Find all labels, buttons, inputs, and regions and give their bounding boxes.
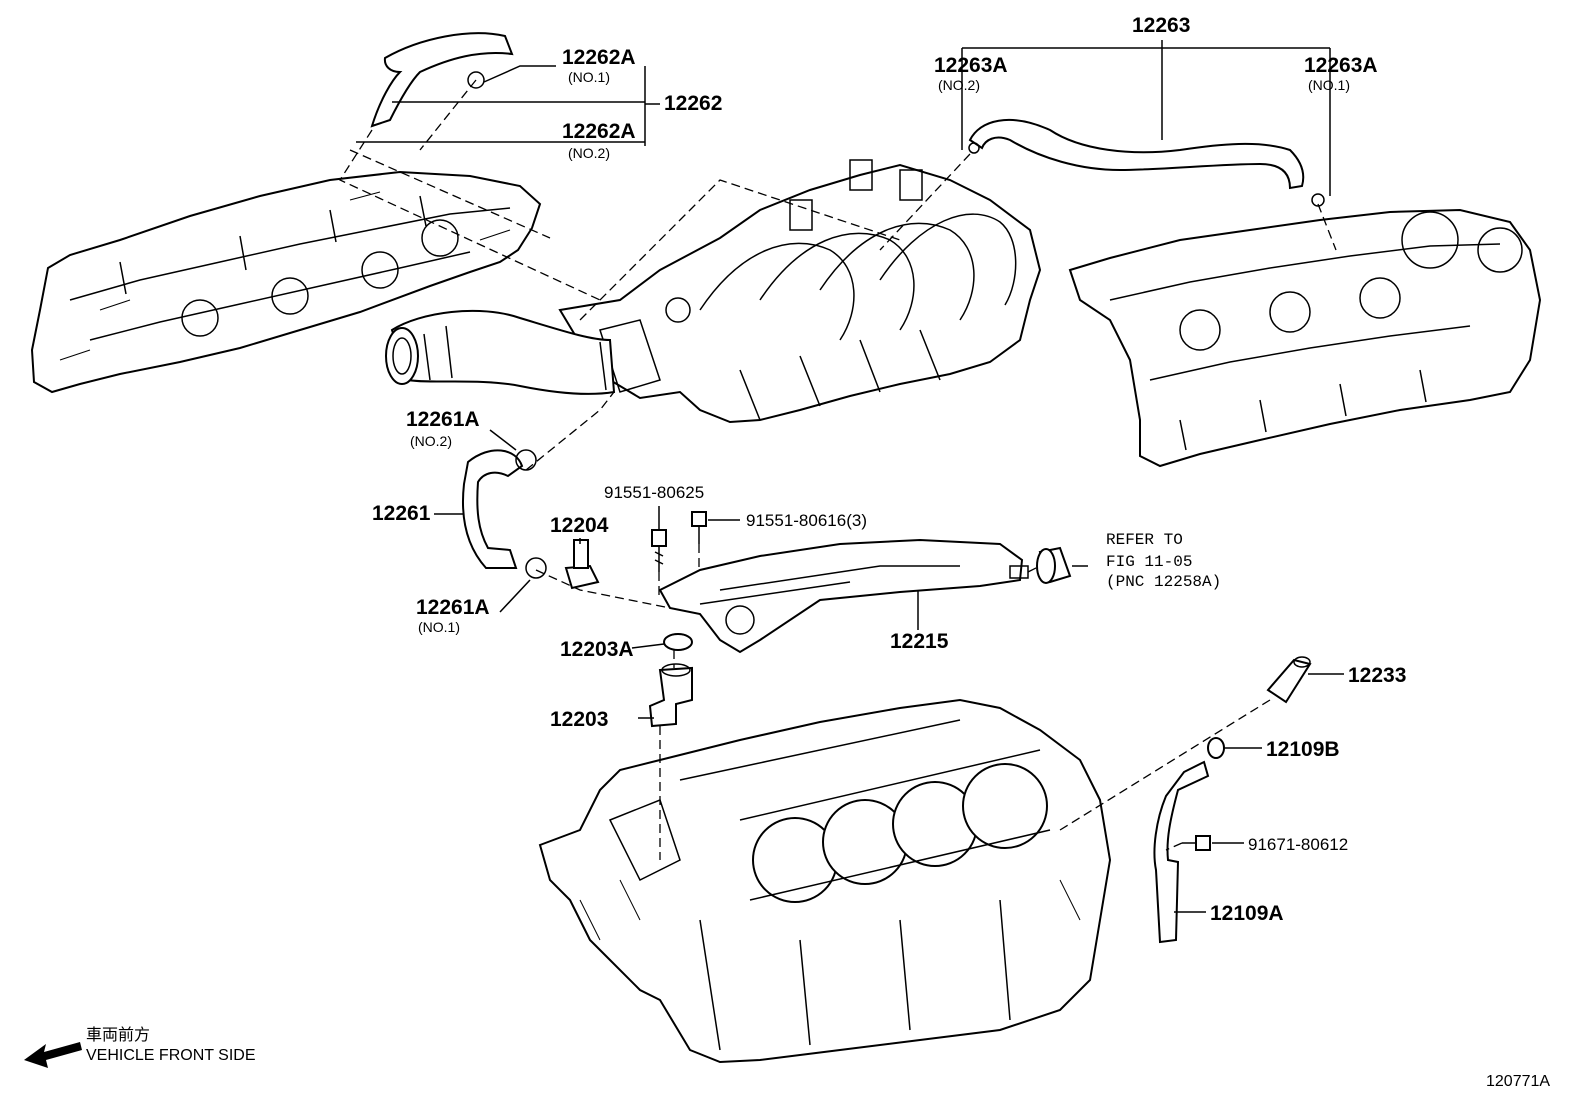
figure-code: 120771A xyxy=(1486,1073,1550,1090)
callout-number: 12262A xyxy=(562,46,636,69)
callout-12263a-no2: 12263A (NO.2) xyxy=(934,54,1008,93)
refer-line-3: (PNC 12258A) xyxy=(1106,573,1221,591)
cylinder-block xyxy=(538,698,1112,1064)
hose-12263 xyxy=(968,118,1325,207)
callout-12261a-no2: 12261A (NO.2) xyxy=(406,408,480,449)
pcv-valve-12204 xyxy=(564,539,600,590)
callout-12109a: 12109A xyxy=(1210,902,1284,925)
gauge-12233 xyxy=(1266,656,1312,704)
front-label-en: VEHICLE FRONT SIDE xyxy=(86,1047,256,1064)
callout-91671-80612: 91671-80612 xyxy=(1248,835,1348,854)
callout-12203: 12203 xyxy=(550,708,608,731)
callout-sub: (NO.2) xyxy=(568,145,610,161)
callout-12109b: 12109B xyxy=(1266,738,1340,761)
vehicle-front-indicator: 車両前方 VEHICLE FRONT SIDE xyxy=(24,1026,256,1068)
callout-number: 12263A xyxy=(1304,54,1378,77)
assembly-dashed-lines xyxy=(339,79,1337,860)
union-12203 xyxy=(648,663,693,728)
callout-sub: (NO.2) xyxy=(410,433,452,449)
air-intake-hose xyxy=(385,309,616,395)
bolt-91551-80616 xyxy=(691,511,707,544)
hose-12262 xyxy=(370,32,514,128)
callout-sub: (NO.1) xyxy=(568,69,610,85)
callout-12262: 12262 xyxy=(664,92,722,115)
callout-12204: 12204 xyxy=(550,514,609,537)
callout-12203a: 12203A xyxy=(560,638,634,661)
hose-12261 xyxy=(462,449,547,579)
refer-note: REFER TO FIG 11-05 (PNC 12258A) xyxy=(1106,531,1221,591)
callout-number: 12261A xyxy=(406,408,480,431)
front-label-jp: 車両前方 xyxy=(86,1026,150,1044)
callout-12263a-no1: 12263A (NO.1) xyxy=(1304,54,1378,93)
bolt-91671-80612 xyxy=(1182,835,1211,851)
left-cylinder-head-cover xyxy=(30,170,542,394)
callout-12215: 12215 xyxy=(890,630,949,653)
callout-12261a-no1: 12261A (NO.1) xyxy=(416,596,490,635)
callout-91551-80625: 91551-80625 xyxy=(604,483,704,502)
oil-separator-12215 xyxy=(658,538,1029,654)
refer-line-2: FIG 11-05 xyxy=(1106,553,1192,571)
grommet-refer xyxy=(1036,546,1072,584)
right-cylinder-head-cover xyxy=(1068,208,1542,468)
gasket-12203a xyxy=(663,633,693,651)
callout-91551-80616: 91551-80616(3) xyxy=(746,511,867,530)
callout-number: 12263A xyxy=(934,54,1008,77)
o-ring-12109b xyxy=(1207,737,1225,759)
callout-12263: 12263 xyxy=(1132,14,1190,37)
callout-12261: 12261 xyxy=(372,502,431,525)
callout-12262a-no1: 12262A (NO.1) xyxy=(562,46,636,85)
callout-sub: (NO.1) xyxy=(1308,77,1350,93)
refer-line-1: REFER TO xyxy=(1106,531,1183,549)
callout-sub: (NO.1) xyxy=(418,619,460,635)
leader-lines xyxy=(356,40,1344,913)
callout-12233: 12233 xyxy=(1348,664,1406,687)
callout-number: 12261A xyxy=(416,596,490,619)
callout-number: 12262A xyxy=(562,120,636,143)
bolt-91551-80625 xyxy=(651,529,667,572)
callout-12262a-no2: 12262A (NO.2) xyxy=(562,120,636,161)
gauge-guide-12109a xyxy=(1153,760,1210,944)
callout-sub: (NO.2) xyxy=(938,77,980,93)
intake-manifold xyxy=(558,159,1042,424)
front-arrow-icon xyxy=(24,1042,82,1068)
